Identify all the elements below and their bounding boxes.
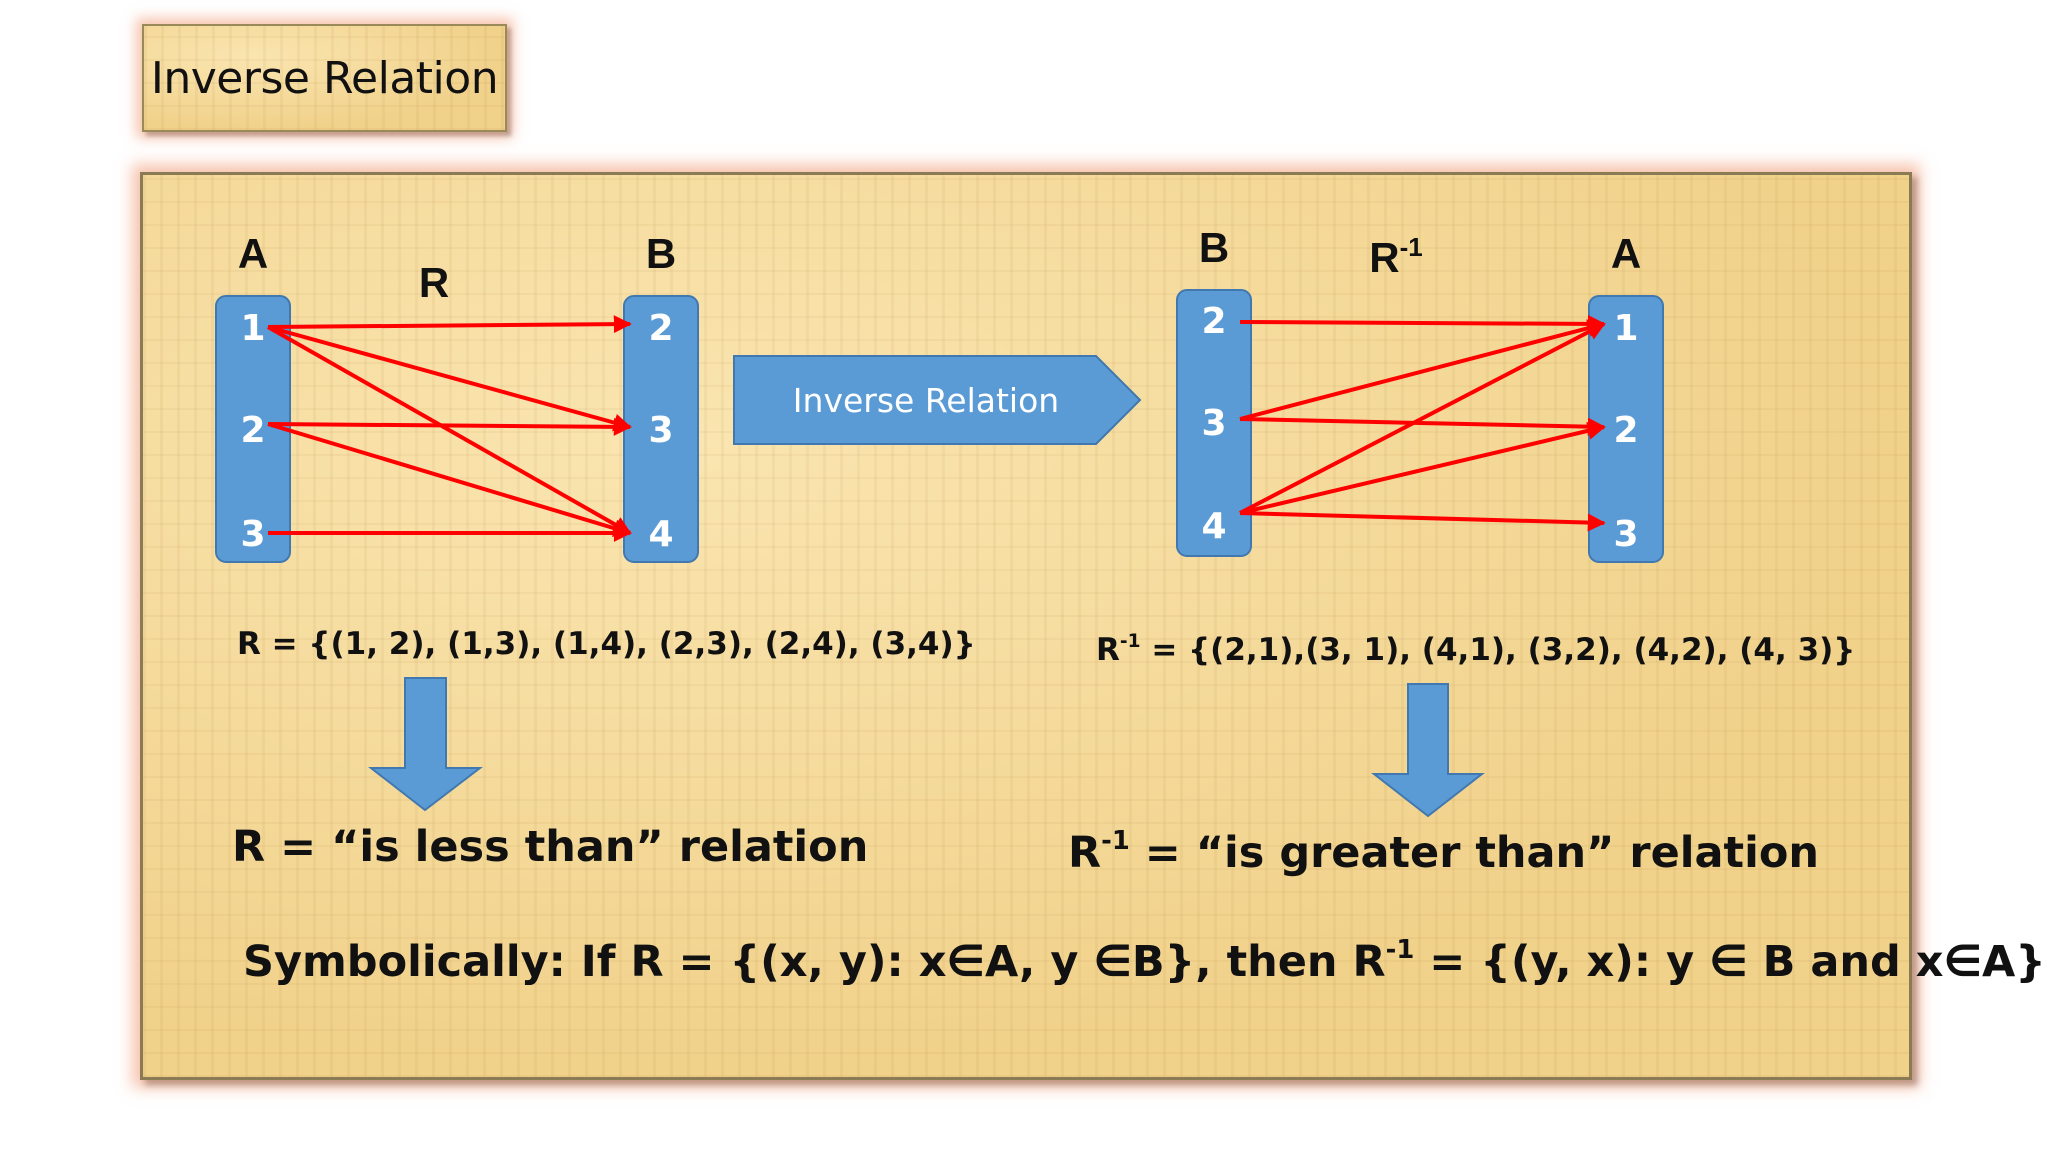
right-down-arrow [1371,683,1485,818]
right-relation-arrows [1239,314,1606,532]
symbolic-definition: Symbolically: If R = {(x, y): x∈A, y ∈B}… [243,934,2046,987]
left-set-b-label: B [646,230,676,277]
right-a-item-1: 1 [1613,308,1638,349]
right-b-item-2: 3 [1201,403,1226,444]
inverse-relation-arrow [733,355,1142,445]
left-relation-arrow-5 [267,422,632,537]
left-relation-arrow-1 [267,315,632,334]
left-b-item-1: 2 [648,308,673,349]
right-relation-arrow-3 [1239,322,1606,515]
right-relation-arrow-6 [1239,511,1606,532]
right-relation-arrow-2 [1239,319,1606,421]
right-b-item-3: 4 [1201,506,1226,547]
right-set-b-box [1176,289,1252,557]
left-a-item-3: 3 [240,514,265,555]
inverse-relation-arrow-label: Inverse Relation [793,381,1059,420]
title-box: Inverse Relation [142,24,507,132]
rinv-meaning-text: R-1 = “is greater than” relation [1068,825,1819,878]
right-a-item-3: 3 [1613,514,1638,555]
right-set-b-label: B [1199,224,1229,271]
right-relation-arrow-5 [1239,421,1606,515]
r-set-text: R = {(1, 2), (1,3), (1,4), (2,3), (2,4),… [237,626,976,662]
left-a-item-1: 1 [240,308,265,349]
left-b-item-2: 3 [648,410,673,451]
left-relation-arrow-3 [267,325,632,535]
right-relation-arrow-4 [1239,417,1606,436]
slide-title: Inverse Relation [150,52,499,104]
left-down-arrow [368,677,483,812]
left-relation-arrows [267,315,632,542]
right-relation-arrow-1 [1239,314,1606,333]
r-meaning-text: R = “is less than” relation [232,822,869,872]
left-set-a-label: A [238,230,268,277]
rinv-set-text: R-1 = {(2,1),(3, 1), (4,1), (3,2), (4,2)… [1096,630,1856,668]
right-b-item-1: 2 [1201,301,1226,342]
right-a-item-2: 2 [1613,410,1638,451]
left-relation-arrow-2 [267,325,632,432]
right-set-a-label: A [1611,230,1641,277]
left-relation-label: R [419,259,449,306]
left-relation-arrow-4 [267,417,632,436]
left-b-item-3: 4 [648,514,673,555]
left-a-item-2: 2 [240,410,265,451]
right-relation-label: R-1 [1369,232,1422,281]
